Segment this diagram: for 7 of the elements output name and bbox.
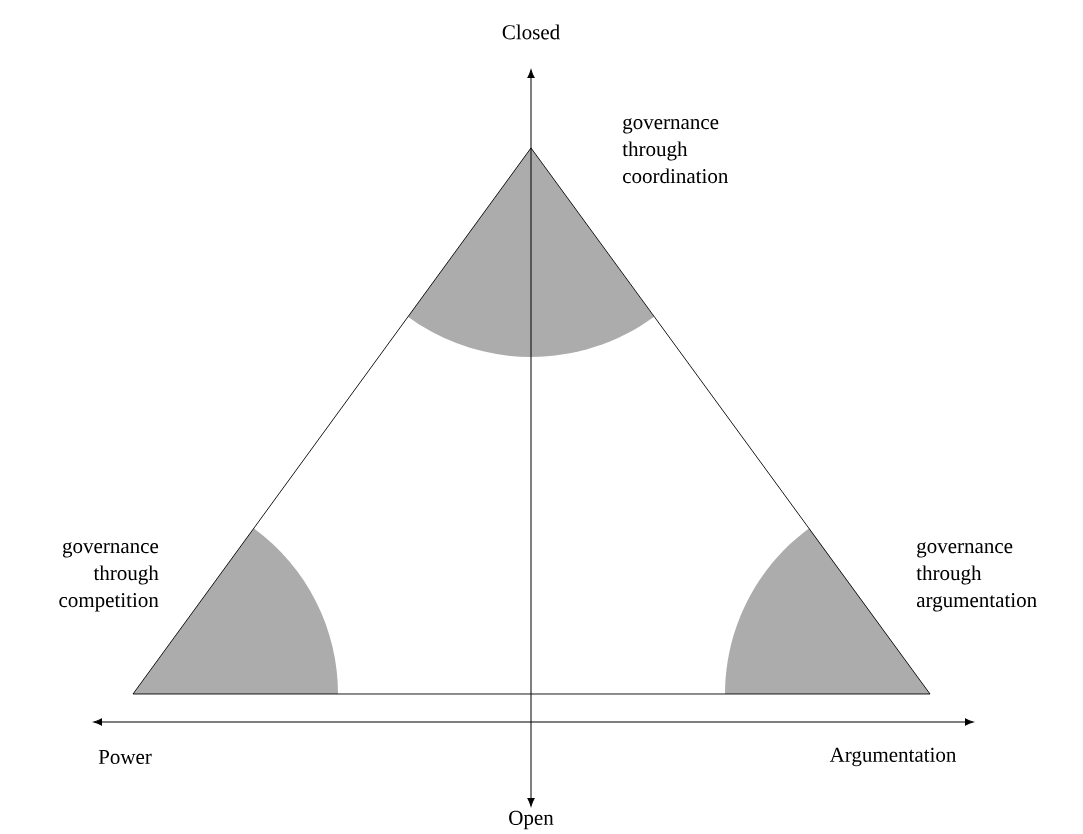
corner-label: governance through coordination [622,118,729,184]
corner-label: governance through argumentation [916,542,1037,612]
axis-label: Power [98,750,152,764]
axis-label: Open [509,810,554,830]
axis-label: Closed [502,24,560,40]
axis-label: Argumentation [829,747,957,767]
corner-label: governance through competition [59,542,159,612]
